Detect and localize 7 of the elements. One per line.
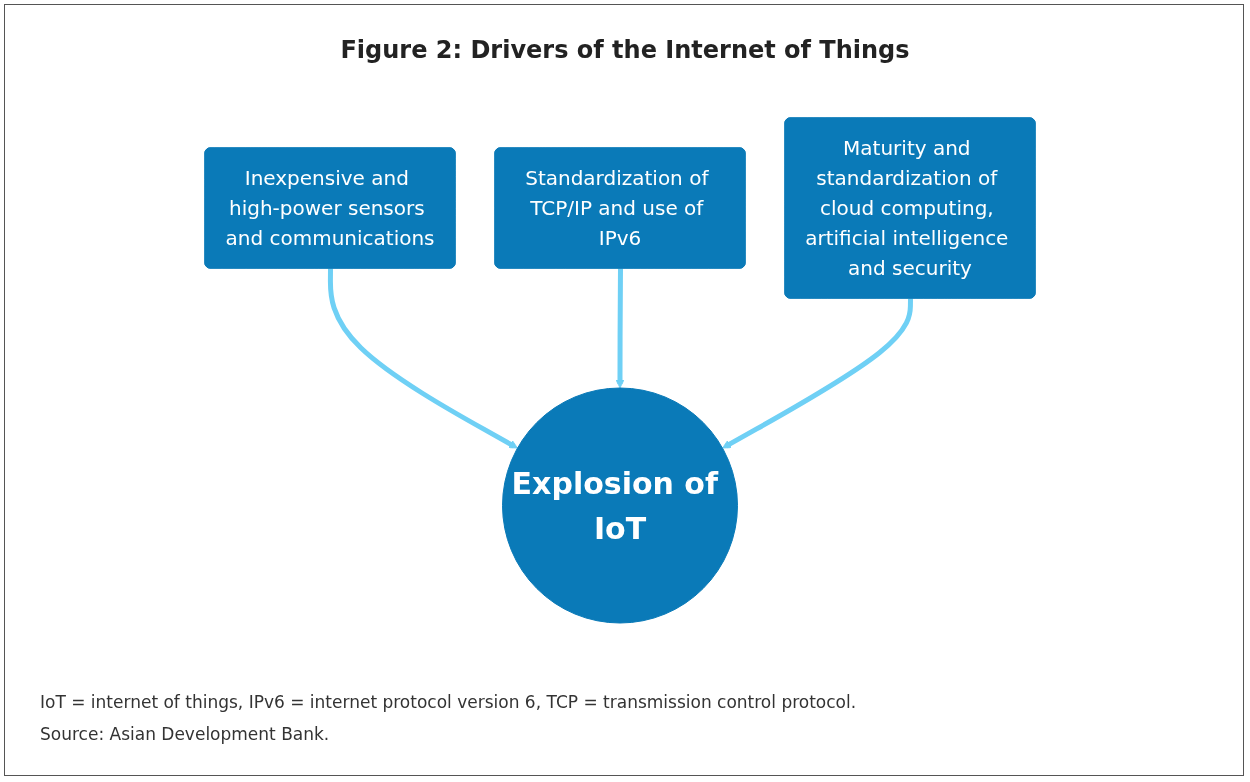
figure-title: Figure 2: Drivers of the Internet of Things [339,36,911,64]
note-text: IoT = internet of things, IPv6 = internet protocol version 6, TCP = transmission control protocol. [40,691,857,714]
arrow [327,268,518,448]
arrow [722,297,913,448]
arrow [615,268,625,388]
node-circle: Explosion of IoT [502,387,738,623]
note-text: Source: Asian Development Bank. [40,723,331,747]
